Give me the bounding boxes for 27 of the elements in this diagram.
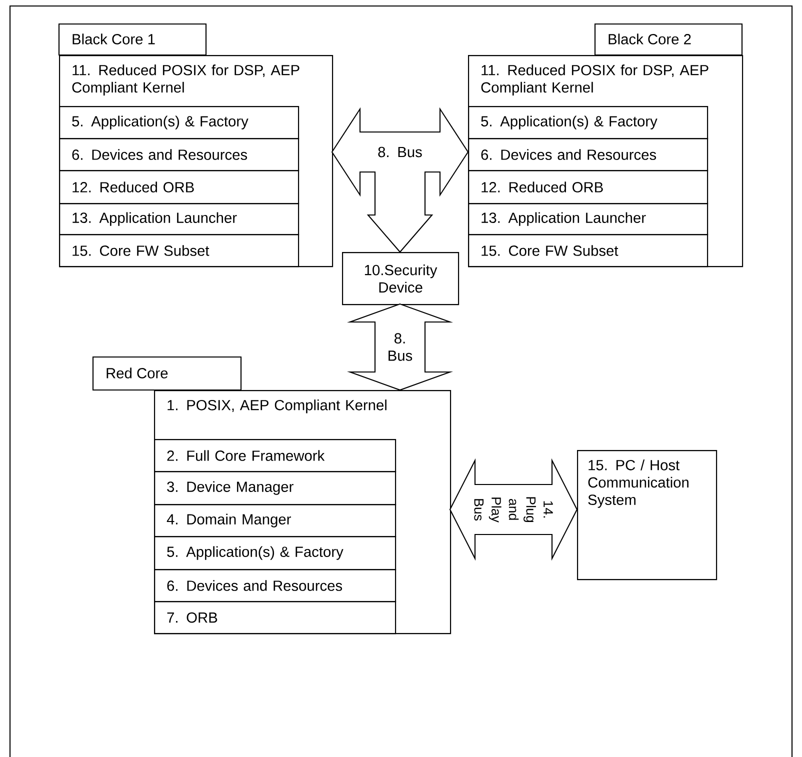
system-box: 15. PC / Host Communication System [577, 450, 718, 580]
bus-arrow [346, 303, 454, 391]
layer-box: 2. Full Core Framework [154, 439, 396, 472]
layer-box: 7. ORB [154, 601, 396, 634]
layer-box: 5. Application(s) & Factory [154, 536, 396, 570]
layer-box: 13. Application Launcher [59, 203, 300, 236]
edge-label: 14. Plug and Play Bus [474, 497, 553, 522]
layer-box: 15. Core FW Subset [59, 234, 300, 268]
tab-label: Black Core 2 [594, 23, 743, 56]
layer-box: 4. Domain Manger [154, 504, 396, 538]
tab-label: Red Core [92, 356, 242, 391]
tab-label: Black Core 1 [58, 23, 207, 56]
layer-box: 15. Core FW Subset [468, 234, 708, 268]
layer-box: 12. Reduced ORB [468, 170, 708, 204]
layer-box: 6. Devices and Resources [154, 569, 396, 602]
device-box: 10.Security Device [342, 252, 460, 306]
bus-arrow [331, 107, 469, 253]
layer-box: 3. Device Manager [154, 471, 396, 506]
layer-box: 6. Devices and Resources [468, 138, 708, 172]
bus-arrow [449, 458, 578, 561]
layer-box: 6. Devices and Resources [59, 138, 300, 172]
layer-box: 12. Reduced ORB [59, 170, 300, 204]
edge-label: 8. Bus [388, 333, 412, 361]
layer-box: 13. Application Launcher [468, 203, 708, 236]
layer-box: 5. Application(s) & Factory [468, 106, 708, 140]
layer-box: 5. Application(s) & Factory [59, 106, 300, 140]
edge-label: 8. Bus [378, 146, 422, 158]
